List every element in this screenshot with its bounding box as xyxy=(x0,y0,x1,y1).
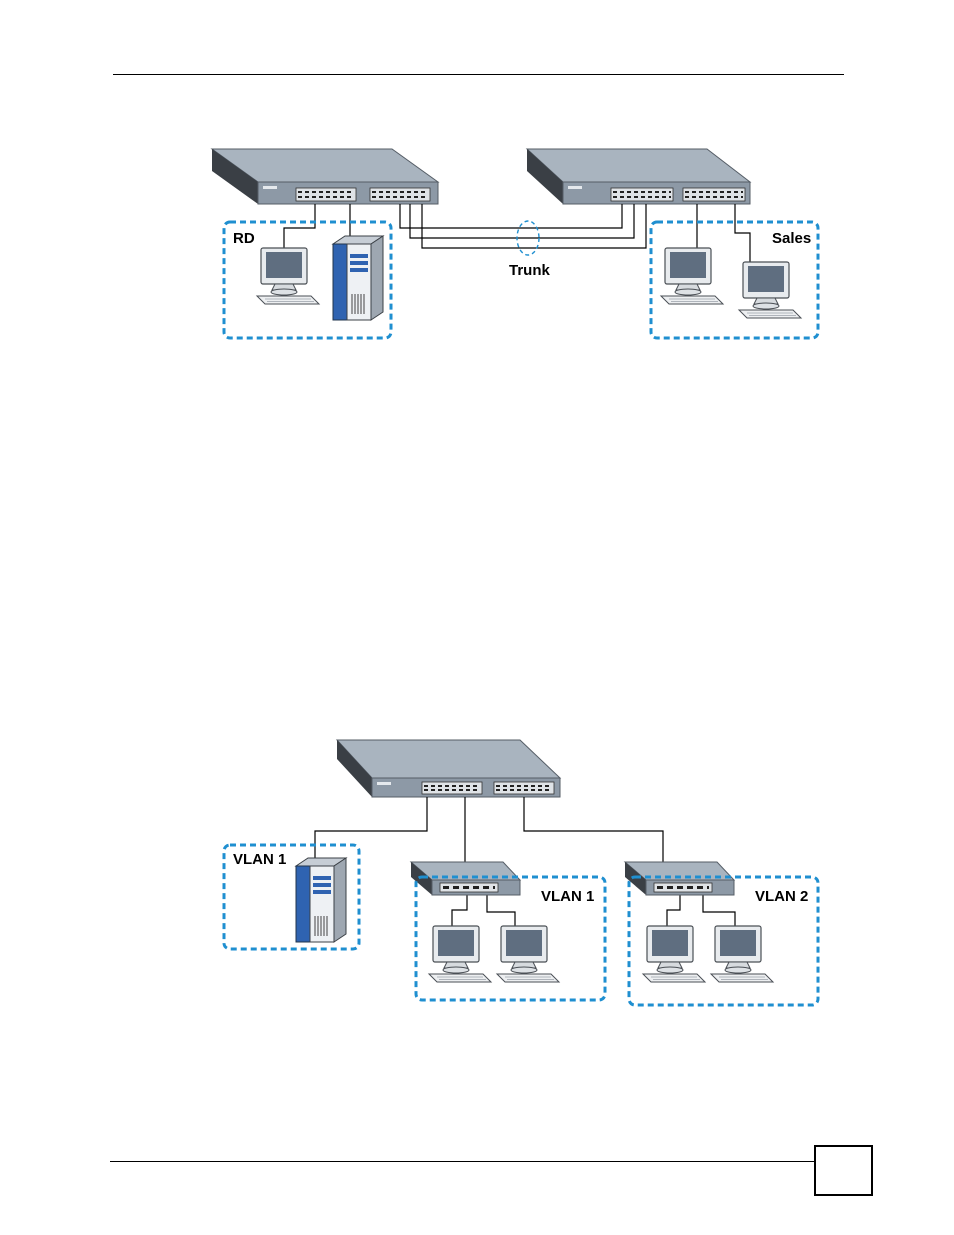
vlan2-computer-icon-2 xyxy=(711,926,773,982)
vlan2-computer-icon-1 xyxy=(643,926,705,982)
sales-computer-icon-2 xyxy=(739,262,801,318)
group-server-label: VLAN 1 xyxy=(233,851,286,868)
sales-computer-icon-1 xyxy=(661,248,723,304)
rd-computer-icon xyxy=(257,248,319,304)
footer-rule xyxy=(110,1161,814,1162)
switch-right xyxy=(527,149,750,204)
rd-server-icon xyxy=(333,236,383,320)
trunk-label: Trunk xyxy=(509,262,550,279)
group-rd-label: RD xyxy=(233,230,255,247)
vlan1-computer-icon-1 xyxy=(429,926,491,982)
page-number-box xyxy=(814,1145,873,1196)
group-sales-label: Sales xyxy=(772,230,811,247)
vlan1-computer-icon-2 xyxy=(497,926,559,982)
core-switch xyxy=(337,740,560,797)
group-vlan2-label: VLAN 2 xyxy=(755,888,808,905)
group-vlan1-label: VLAN 1 xyxy=(541,888,594,905)
vlan1-server-icon xyxy=(296,858,346,942)
switch-left xyxy=(212,149,438,204)
